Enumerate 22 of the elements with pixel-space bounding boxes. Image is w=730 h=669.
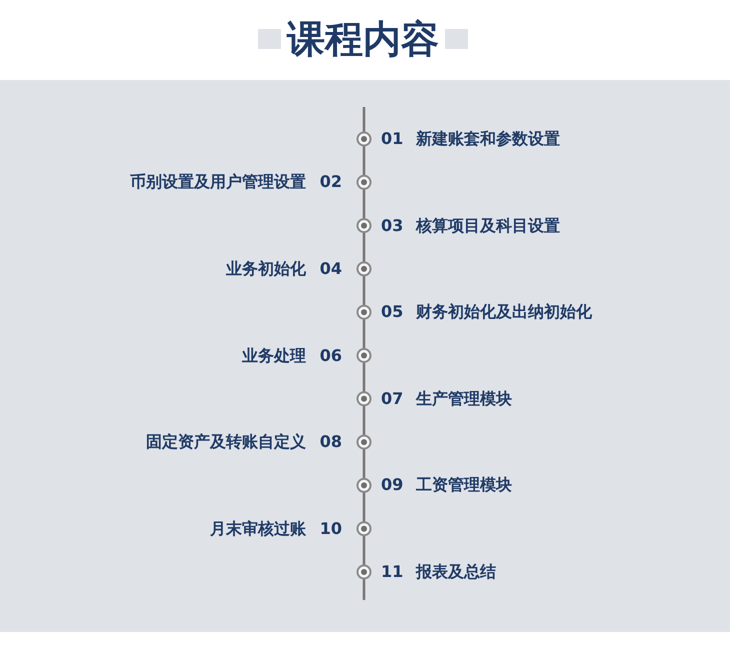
- step-label: 新建账套和参数设置: [416, 129, 560, 149]
- step-label: 固定资产及转账自定义: [146, 432, 306, 452]
- step-number: 11: [381, 562, 404, 582]
- step-number: 01: [381, 129, 404, 149]
- step-label: 币别设置及用户管理设置: [130, 172, 306, 192]
- step-label: 月末审核过账: [210, 518, 306, 539]
- step-number: 03: [381, 216, 404, 236]
- step-label: 生产管理模块: [416, 388, 512, 409]
- step-label: 工资管理模块: [416, 475, 512, 496]
- step-number: 02: [320, 172, 342, 192]
- step-label: 财务初始化及出纳初始化: [416, 302, 592, 322]
- step-label: 业务处理: [242, 346, 306, 366]
- step-label: 核算项目及科目设置: [416, 216, 560, 236]
- step-number: 10: [320, 518, 342, 539]
- step-label: 报表及总结: [416, 562, 496, 582]
- step-number: 09: [381, 475, 404, 496]
- step-number: 05: [381, 302, 404, 322]
- step-number: 07: [381, 388, 404, 409]
- step-number: 04: [320, 258, 342, 279]
- step-number: 06: [320, 346, 342, 366]
- step-number: 08: [320, 432, 342, 452]
- step-label: 业务初始化: [226, 258, 306, 279]
